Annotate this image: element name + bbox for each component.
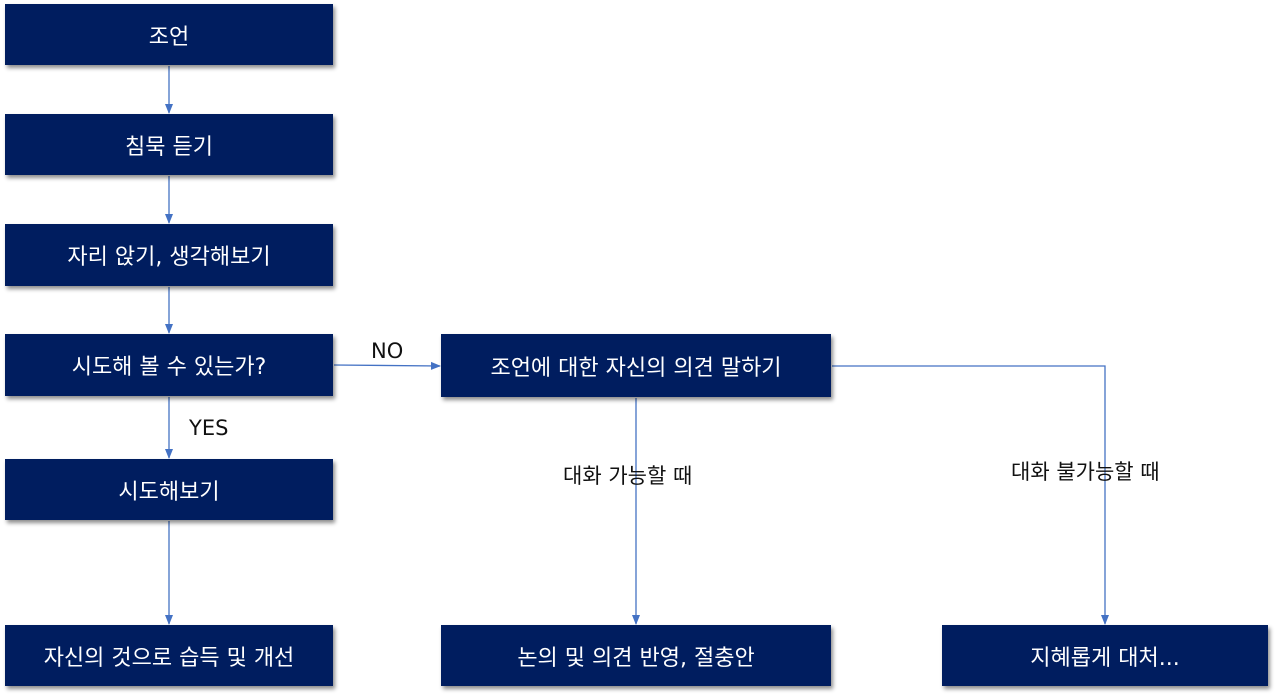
edge-label-impossible: 대화 불가능할 때: [1011, 460, 1160, 484]
arrow-speak-to-wise: [832, 365, 1109, 625]
node-sit-think: 자리 앉기, 생각해보기: [5, 224, 333, 286]
node-try: 시도해보기: [5, 459, 333, 520]
node-advice: 조언: [5, 4, 333, 65]
arrow-cantry-to-speak: [333, 361, 441, 370]
node-wise: 지혜롭게 대처...: [942, 625, 1268, 686]
node-can-try: 시도해 볼 수 있는가?: [5, 334, 333, 396]
node-listen: 침묵 듣기: [5, 114, 333, 175]
node-discuss: 논의 및 의견 반영, 절충안: [441, 625, 831, 686]
edge-label-yes: YES: [189, 416, 229, 440]
node-speak: 조언에 대한 자신의 의견 말하기: [441, 334, 831, 397]
edge-label-possible: 대화 가능할 때: [563, 464, 693, 488]
node-own: 자신의 것으로 습득 및 개선: [5, 625, 333, 686]
edge-label-no: NO: [371, 339, 404, 363]
